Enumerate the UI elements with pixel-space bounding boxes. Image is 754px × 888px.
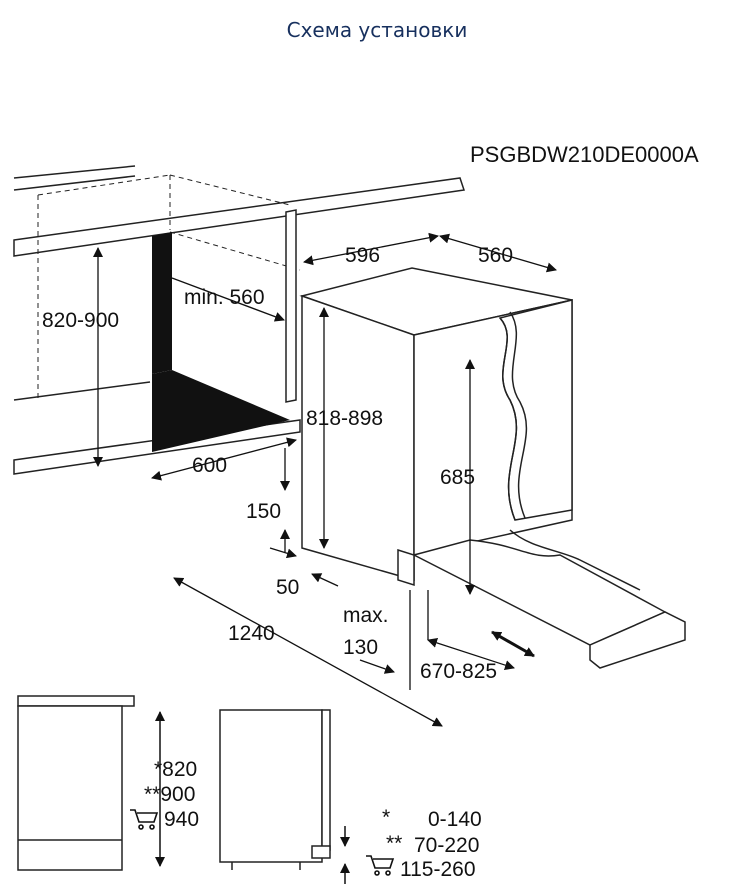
range-3: 115-260	[400, 858, 476, 881]
open-door-slab	[411, 529, 686, 669]
dim-width: 596	[345, 244, 380, 267]
dim-door-range: 670-825	[420, 660, 497, 683]
page-title: Схема установки	[286, 18, 468, 42]
model-number: PSGBDW210DE0000A	[470, 142, 699, 167]
side-height-1: *820	[154, 758, 197, 781]
dim-plinth-height: 150	[246, 500, 281, 523]
countertop	[13, 177, 465, 257]
dim-niche-depth: min. 560	[184, 286, 265, 309]
range-1: 0-140	[428, 808, 482, 831]
range-1-mark: *	[382, 806, 390, 829]
dim-max-label: max.	[343, 604, 389, 627]
dim-plinth-depth: 50	[276, 576, 299, 599]
dim-door-clearance: 1240	[228, 622, 275, 645]
dim-door-height: 685	[440, 466, 475, 489]
range-2: 70-220	[414, 834, 479, 857]
side-view-right	[219, 709, 350, 884]
range-2-mark: **	[386, 832, 402, 855]
cart-icon	[130, 809, 159, 830]
dim-max-value: 130	[343, 636, 378, 659]
cart-icon	[366, 855, 395, 876]
dim-niche-height: 820-900	[42, 309, 119, 332]
dim-depth: 560	[478, 244, 513, 267]
dimension-lines	[93, 232, 557, 727]
side-view-left	[17, 695, 165, 871]
dishwasher-door	[498, 299, 573, 521]
niche-interior	[152, 232, 290, 452]
dim-niche-width: 600	[192, 454, 227, 477]
side-height-2: **900	[144, 783, 195, 806]
dim-appliance-height: 818-898	[306, 407, 383, 430]
side-height-3: 940	[164, 808, 199, 831]
